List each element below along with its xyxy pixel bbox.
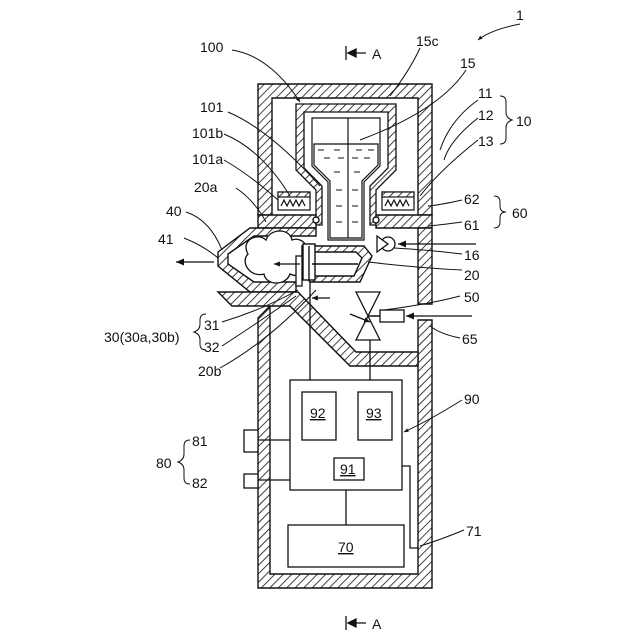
label-82: 82 [192,475,208,491]
label-60: 60 [512,205,528,221]
label-62: 62 [464,191,480,207]
label-section-top: A [372,46,382,62]
label-15c: 15c [416,33,439,49]
box-label-91: 91 [340,461,356,477]
spring-right [382,192,414,210]
label-32: 32 [204,339,220,355]
label-20b: 20b [198,363,222,379]
label-12: 12 [478,107,494,123]
label-30: 30(30a,30b) [104,329,180,345]
label-20: 20 [464,267,480,283]
section-mark-top [346,46,366,60]
label-71: 71 [466,523,482,539]
label-40: 40 [166,203,182,219]
check-valve [377,236,395,252]
control-board [288,282,418,567]
label-100: 100 [200,39,224,55]
spring-left [278,192,310,210]
label-31: 31 [204,317,220,333]
label-15: 15 [460,55,476,71]
label-61: 61 [464,217,480,233]
atomizer [302,244,372,282]
label-10: 10 [516,113,532,129]
label-50: 50 [464,289,480,305]
label-101: 101 [200,99,224,115]
sensor-plate [296,256,302,286]
label-80: 80 [156,455,172,471]
box-label-93: 93 [366,405,382,421]
label-section-bottom: A [372,616,382,632]
label-1: 1 [516,7,524,23]
label-81: 81 [192,433,208,449]
label-90: 90 [464,391,480,407]
label-65: 65 [462,331,478,347]
box-label-92: 92 [310,405,326,421]
section-mark-bottom [346,616,366,630]
label-13: 13 [478,133,494,149]
label-11: 11 [478,85,493,101]
label-20a: 20a [194,179,218,195]
label-41: 41 [158,231,174,247]
label-101b: 101b [192,125,223,141]
label-101a: 101a [192,151,223,167]
box-label-70: 70 [338,539,354,555]
label-16: 16 [464,247,480,263]
